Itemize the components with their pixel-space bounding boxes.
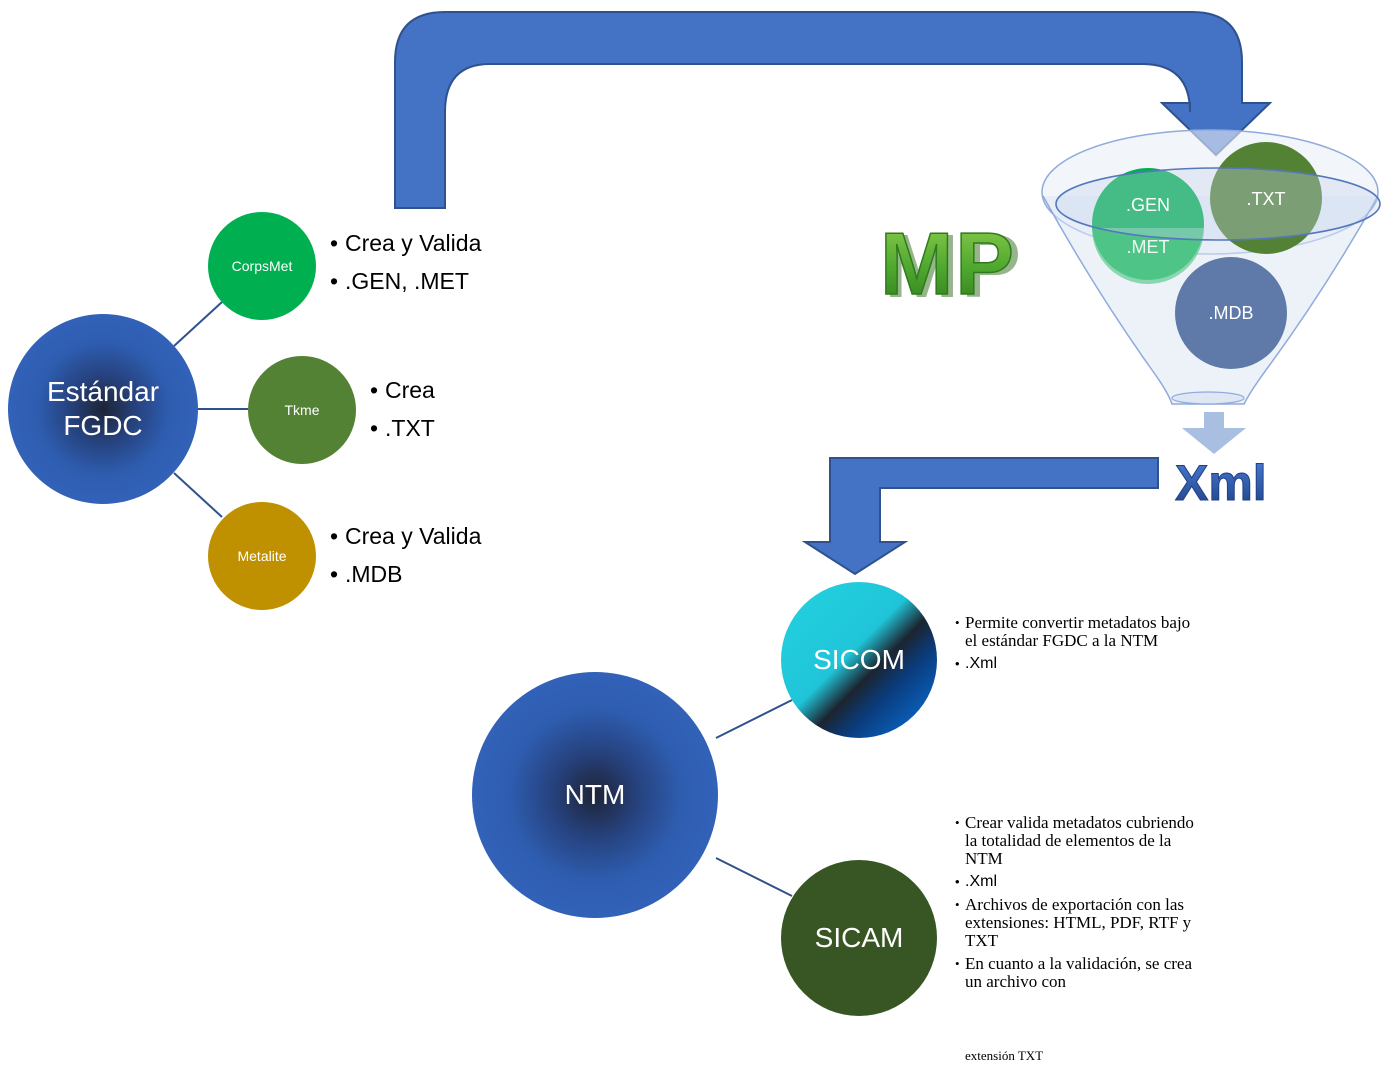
tkme-bullets: Crea .TXT bbox=[370, 371, 490, 447]
tkme-node: Tkme bbox=[248, 356, 356, 464]
sicam-bullets: Crear valida metadatos cubriendo la tota… bbox=[955, 814, 1195, 991]
ntm-circle bbox=[472, 672, 718, 918]
tkme-label: Tkme bbox=[284, 402, 320, 418]
corpsmet-bullets: Crea y Valida .GEN, .MET bbox=[330, 224, 550, 300]
funnel-circle-txt bbox=[1210, 142, 1322, 254]
standard-circle bbox=[8, 314, 198, 504]
sicom-label: SICOM bbox=[781, 582, 937, 738]
tkme-bullet-1: Crea bbox=[370, 371, 490, 409]
sicam-bullet-4-tail: extensión TXT bbox=[965, 1048, 1044, 1063]
sicam-node: SICAM bbox=[781, 860, 937, 1016]
funnel-circle-mdb bbox=[1175, 257, 1287, 369]
sicam-bullet-2: .Xml bbox=[955, 873, 1195, 891]
metalite-label: Metalite bbox=[237, 548, 287, 564]
standard-label: Estándar FGDC bbox=[8, 314, 198, 504]
sicom-bullets: Permite convertir metadatos bajo el está… bbox=[955, 614, 1195, 678]
metalite-bullets: Crea y Valida .MDB bbox=[330, 517, 550, 593]
tkme-bullet-2: .TXT bbox=[370, 409, 490, 447]
funnel-met-label: .MET bbox=[1092, 232, 1204, 262]
metalite-node: Metalite bbox=[208, 502, 316, 610]
ntm-label: NTM bbox=[472, 672, 718, 918]
sicom-circle bbox=[781, 582, 937, 738]
corpsmet-bullet-2: .GEN, .MET bbox=[330, 262, 550, 300]
metalite-bullet-1: Crea y Valida bbox=[330, 517, 550, 555]
funnel-met-text: .MET bbox=[1126, 236, 1170, 257]
sicom-bullet-1: Permite convertir metadatos bajo el está… bbox=[955, 614, 1195, 650]
funnel-mdb-text: .MDB bbox=[1208, 302, 1254, 323]
mp-text-shadow: MP bbox=[884, 217, 1023, 317]
funnel-gen-text: .GEN bbox=[1125, 194, 1170, 215]
funnel-txt-text: .TXT bbox=[1246, 188, 1286, 209]
sicam-label-text: SICAM bbox=[814, 922, 904, 953]
metalite-bullet-2: .MDB bbox=[330, 555, 550, 593]
corpsmet-node: CorpsMet bbox=[208, 212, 316, 320]
connector-metalite bbox=[173, 472, 223, 518]
funnel-circle-met-fade bbox=[1092, 228, 1204, 284]
connector-sicam bbox=[715, 857, 793, 897]
small-down-arrow bbox=[1182, 412, 1246, 454]
connector-sicom bbox=[715, 699, 793, 739]
mp-title: MP bbox=[880, 214, 1016, 313]
funnel-gen-label: .GEN bbox=[1092, 190, 1204, 220]
corpsmet-bullet-1: Crea y Valida bbox=[330, 224, 550, 262]
corpsmet-label: CorpsMet bbox=[231, 258, 293, 274]
sicam-bullet-1: Crear valida metadatos cubriendo la tota… bbox=[955, 814, 1195, 868]
sicam-bullet-4: En cuanto a la validación, se crea un ar… bbox=[955, 955, 1195, 991]
elbow-arrow-xml bbox=[801, 457, 1159, 576]
sicom-bullet-2: .Xml bbox=[955, 655, 1195, 673]
funnel-top-rim bbox=[1055, 167, 1381, 241]
connector-corpsmet bbox=[173, 301, 223, 347]
sicam-bullet-3: Archivos de exportación con las extensio… bbox=[955, 896, 1195, 950]
sicom-label-text: SICOM bbox=[813, 644, 905, 675]
ntm-label-text: NTM bbox=[564, 779, 626, 810]
funnel-mdb-label: .MDB bbox=[1175, 298, 1287, 328]
curved-arrow-top bbox=[394, 11, 1273, 209]
funnel-txt-label: .TXT bbox=[1210, 184, 1322, 214]
standard-label-line2: FGDC bbox=[63, 410, 143, 441]
xml-output-label: Xml bbox=[1175, 455, 1267, 511]
standard-label-line1: Estándar bbox=[46, 376, 160, 407]
